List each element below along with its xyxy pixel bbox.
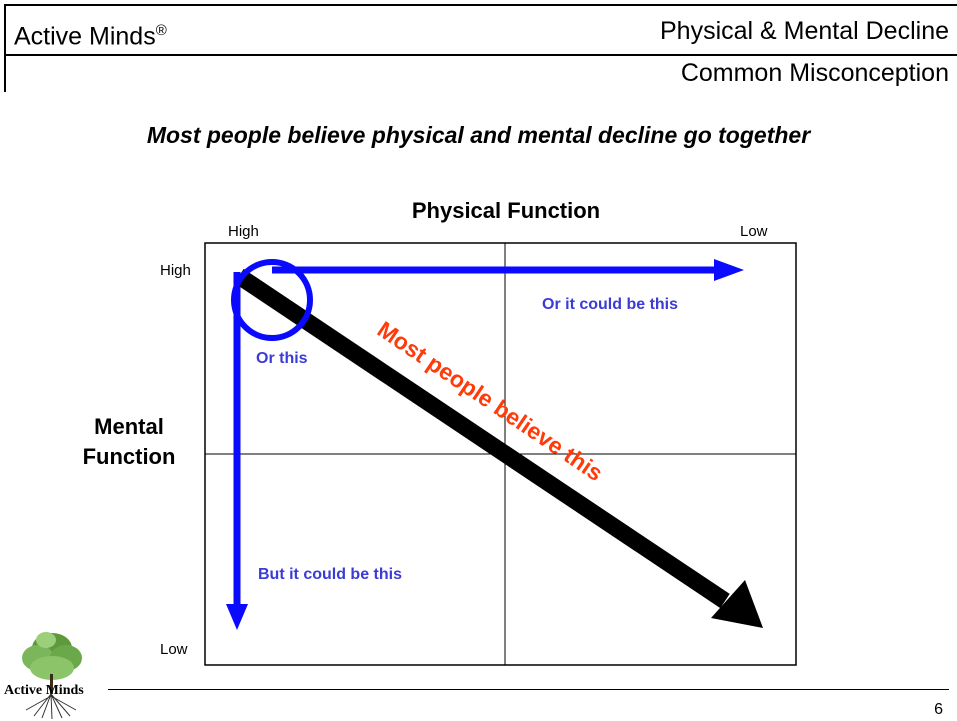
header-border-top [4,4,957,6]
physical-only-label: Or it could be this [542,296,679,313]
page-number: 6 [934,701,943,718]
tree-icon [22,632,82,720]
x-axis-high-label: High [228,223,259,240]
lead-statement: Most people believe physical and mental … [146,122,811,148]
mental-only-arrow [226,272,248,630]
slide-subtitle: Common Misconception [680,59,949,87]
registered-mark: ® [155,22,167,39]
brand-name: Active Minds® [14,22,167,51]
active-minds-logo: Active Minds [4,632,84,720]
svg-text:Active Minds: Active Minds [4,683,84,698]
y-axis-low-label: Low [160,641,188,658]
header-divider [4,54,957,56]
mental-only-label: But it could be this [258,566,402,583]
y-axis-high-label: High [160,262,191,279]
common-belief-arrow [234,268,763,628]
both-high-circle [231,259,313,341]
header-border-left [4,4,6,92]
x-axis-title: Physical Function [411,198,601,223]
physical-only-arrow [272,259,744,281]
y-axis-title: Mental Function [82,414,176,469]
both-high-label: Or this [256,350,308,367]
footer-rule [108,689,949,690]
x-axis-low-label: Low [740,223,768,240]
slide-title: Physical & Mental Decline [659,17,949,45]
